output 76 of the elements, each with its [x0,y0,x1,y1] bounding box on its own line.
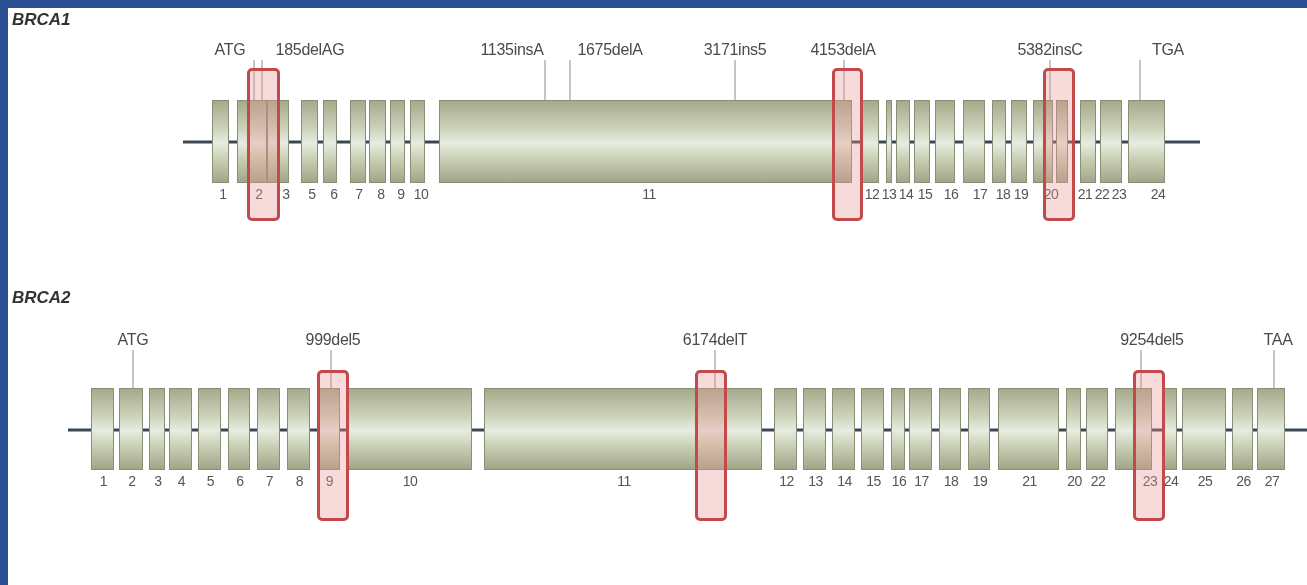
exon-number: 3 [282,186,290,202]
exon-number: 1 [219,186,227,202]
mutation-label: ATG [214,40,246,60]
exon-number: 10 [402,473,418,489]
exon-number: 7 [265,473,274,489]
exon-number: 5 [308,186,316,202]
exon-number: 21 [1022,473,1037,489]
mutation-label: 185delAG [275,40,345,60]
exon-number: 25 [1197,473,1213,489]
mutation-label: 1675delA [577,40,643,60]
exon-number: 17 [914,473,929,489]
leader-line [261,59,263,101]
exon-number: 18 [943,473,959,489]
leader-line [569,59,571,101]
mutation-label: 9254del5 [1120,330,1184,350]
gene-name: BRCA1 [12,10,71,30]
leader-line [1140,349,1142,389]
exon-number: 17 [972,186,988,202]
exon-number: 22 [1090,473,1106,489]
gene-name: BRCA2 [12,288,71,308]
mutation-label: 6174delT [682,330,748,350]
exon-number: 23 [1111,186,1127,202]
exon-number: 27 [1264,473,1280,489]
leader-line [1273,349,1275,389]
exon-number: 7 [355,186,363,202]
exon-number: 16 [943,186,959,202]
leader-line [734,59,736,101]
exon-number: 3 [154,473,162,489]
mutation-label: TGA [1152,40,1184,60]
exon-number: 19 [972,473,988,489]
mutation-label: 4153delA [810,40,876,60]
mutation-label: 999del5 [305,330,361,350]
exon-number: 19 [1013,186,1029,202]
exon-number: 6 [236,473,244,489]
exon-number: 16 [891,473,907,489]
exon-number: 20 [1067,473,1082,489]
exon-number: 26 [1236,473,1251,489]
leader-line [544,59,546,101]
exon-number: 15 [917,186,933,202]
exon-number: 5 [206,473,215,489]
exon-number: 24 [1150,186,1166,202]
mutation-label: ATG [117,330,149,350]
exon-number: 15 [866,473,881,489]
exon-number: 6 [330,186,338,202]
exon-number: 14 [837,473,852,489]
exon-number: 13 [881,186,897,202]
mutation-label: 5382insC [1017,40,1083,60]
exon-number: 12 [779,473,794,489]
leader-line [714,349,716,389]
exon-number: 8 [377,186,385,202]
exon-number: 1 [99,473,108,489]
exon-number: 21 [1077,186,1093,202]
mutation-label: TAA [1263,330,1293,350]
leader-line [330,349,332,389]
exon-number: 18 [995,186,1011,202]
mutation-label: 1135insA [480,40,544,60]
exon-number: 24 [1163,473,1179,489]
leader-line [132,349,134,389]
exon-number: 2 [128,473,136,489]
exon-number: 23 [1142,473,1158,489]
exon-number: 9 [397,186,405,202]
exon-number: 13 [808,473,823,489]
exon-number: 12 [864,186,880,202]
leader-line [1139,59,1141,101]
leader-line [253,59,255,101]
exon-number: 14 [898,186,914,202]
exon-number: 2 [255,186,263,202]
exon-number: 8 [295,473,304,489]
leader-line [1049,59,1051,101]
exon-number: 11 [617,473,631,489]
mutation-label: 3171ins5 [703,40,767,60]
exon-number: 22 [1094,186,1110,202]
exon-number: 4 [177,473,186,489]
exon-number: 10 [413,186,429,202]
exon-number: 9 [325,473,334,489]
exon-number: 11 [642,186,656,202]
